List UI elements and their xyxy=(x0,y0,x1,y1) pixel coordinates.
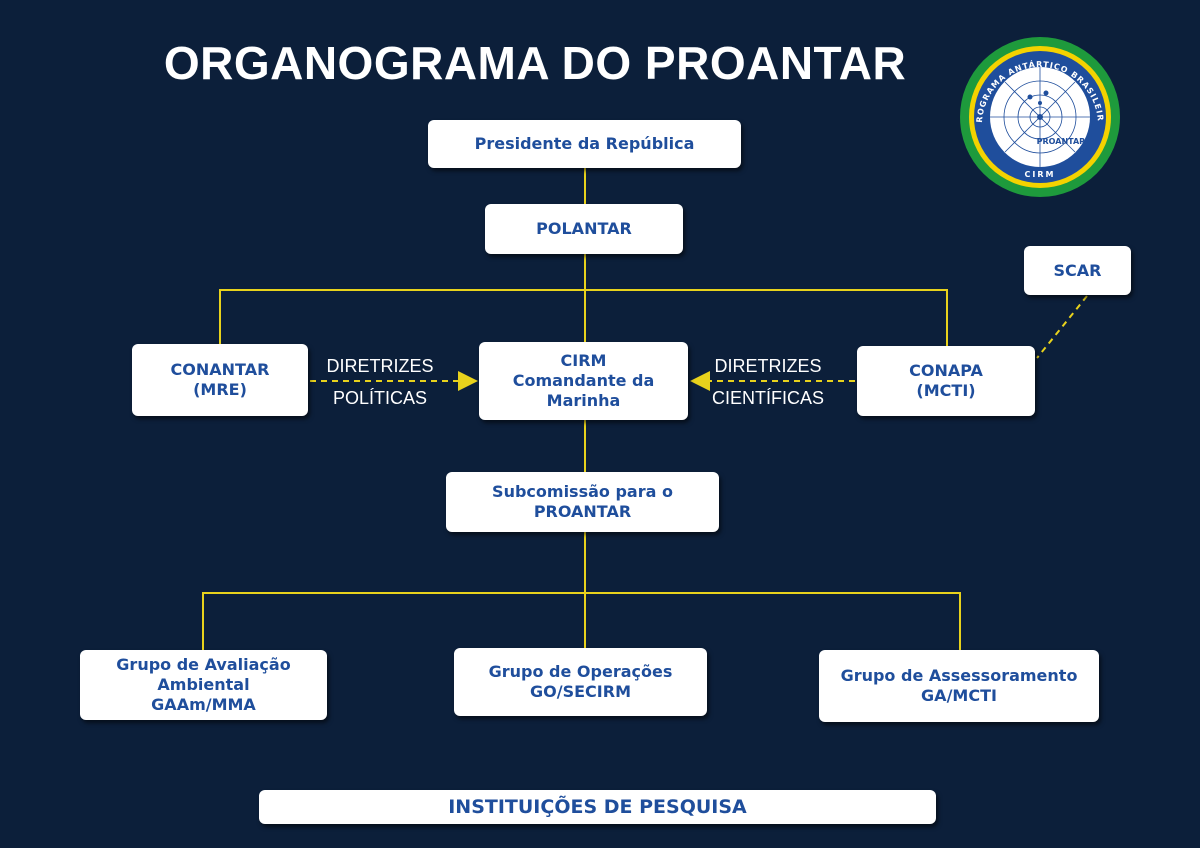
cirm-line-1: Comandante da xyxy=(512,371,655,390)
gaam-line-2: GAAm/MMA xyxy=(151,695,256,714)
node-scar[interactable]: SCAR xyxy=(1024,246,1131,295)
presidente-line-0: Presidente da República xyxy=(474,134,695,153)
edge-label-politicas: DIRETRIZES POLÍTICAS xyxy=(326,356,434,408)
gaam-line-0: Grupo de Avaliação xyxy=(116,655,291,674)
cirm-line-0: CIRM xyxy=(560,351,607,370)
ga-line-0: Grupo de Assessoramento xyxy=(840,666,1078,685)
line-councils-bracket xyxy=(219,289,948,346)
node-conapa[interactable]: CONAPA(MCTI) xyxy=(857,346,1035,416)
instituicoes-line-0: INSTITUIÇÕES DE PESQUISA xyxy=(448,796,747,818)
gaam-line-1: Ambiental xyxy=(157,675,250,694)
node-instituicoes[interactable]: INSTITUIÇÕES DE PESQUISA xyxy=(259,790,936,824)
conantar-line-0: CONANTAR xyxy=(170,360,270,379)
node-presidente[interactable]: Presidente da República xyxy=(428,120,741,168)
conapa-line-1: (MCTI) xyxy=(916,381,976,400)
conapa-line-0: CONAPA xyxy=(909,361,983,380)
edge-label-cientificas: DIRETRIZES CIENTÍFICAS xyxy=(711,356,824,408)
polantar-line-0: POLANTAR xyxy=(536,219,632,238)
go-line-0: Grupo de Operações xyxy=(488,662,673,681)
subcomissao-line-0: Subcomissão para o xyxy=(492,482,673,501)
line-scar-conapa xyxy=(1036,295,1088,359)
page-title: ORGANOGRAMA DO PROANTAR xyxy=(163,37,907,89)
go-line-1: GO/SECIRM xyxy=(530,682,631,701)
cirm-line-2: Marinha xyxy=(546,391,621,410)
subcomissao-line-1: PROANTAR xyxy=(533,502,632,521)
conantar-line-1: (MRE) xyxy=(193,380,247,399)
node-conantar[interactable]: CONANTAR(MRE) xyxy=(132,344,308,416)
line-groups-bracket xyxy=(202,592,961,650)
scar-line-0: SCAR xyxy=(1053,260,1102,280)
node-polantar[interactable]: POLANTAR xyxy=(485,204,683,254)
ga-line-1: GA/MCTI xyxy=(921,686,997,705)
